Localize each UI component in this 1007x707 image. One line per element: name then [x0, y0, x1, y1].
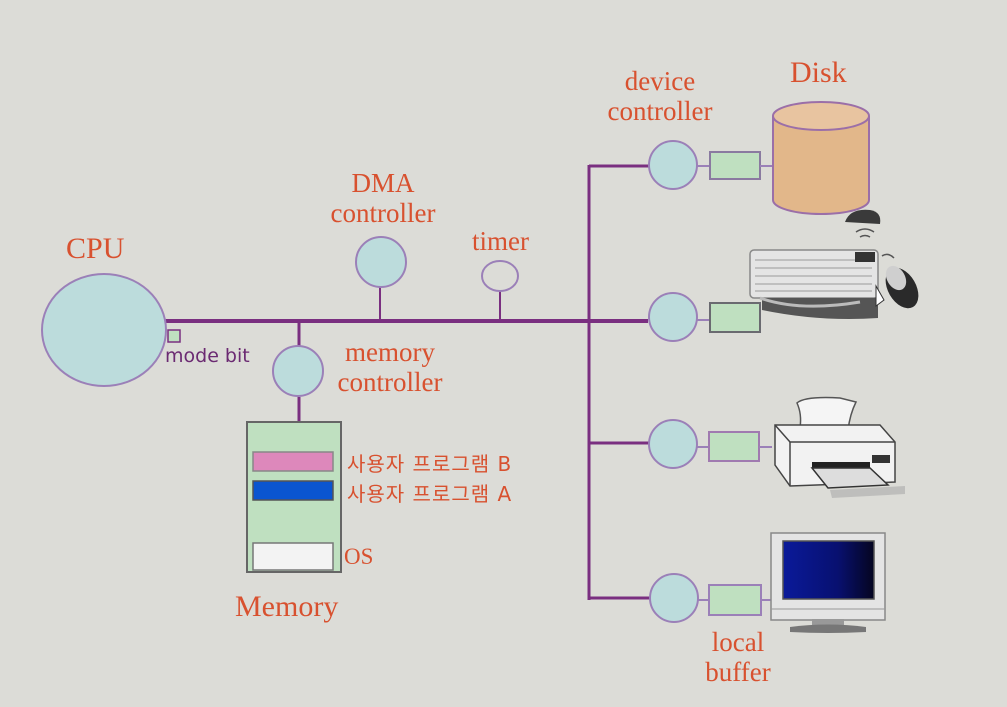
printer-icon [774, 396, 905, 498]
timer-node [481, 260, 519, 292]
monitor-device-controller [649, 573, 699, 623]
disk-channel [648, 140, 772, 190]
os-label: OS [344, 544, 374, 569]
os-region [252, 542, 334, 571]
local-buffer-label-line2: buffer [705, 657, 771, 687]
user-program-a-label: 사용자 프로그램 A [347, 482, 513, 506]
memory-controller-label-line1: memory [345, 337, 435, 367]
monitor-icon [770, 532, 886, 633]
system-bus [165, 164, 650, 600]
printer-local-buffer [708, 431, 760, 462]
disk-device-controller [648, 140, 698, 190]
user-program-b-region [252, 451, 334, 472]
local-buffer-label: local buffer [698, 627, 778, 687]
mode-bit-box [167, 329, 181, 343]
keyboard-local-buffer [709, 302, 761, 333]
cpu-node [41, 273, 167, 387]
cpu-label: CPU [66, 232, 125, 265]
monitor-local-buffer [708, 584, 762, 616]
keyboard-mouse-icon [749, 209, 919, 319]
memory-block [246, 421, 342, 573]
device-controller-label-line1: device [624, 66, 696, 96]
dma-controller-node [355, 236, 407, 288]
memory-controller-label: memory controller [327, 337, 453, 397]
user-program-b-label: 사용자 프로그램 B [347, 452, 513, 476]
keyboard-device-controller [648, 292, 698, 342]
device-controller-label: device controller [596, 66, 724, 126]
memory-label: Memory [235, 590, 339, 623]
local-buffer-label-line1: local [711, 627, 765, 657]
printer-device-controller [648, 419, 698, 469]
monitor-channel [649, 573, 773, 623]
disk-icon [772, 101, 870, 215]
device-controller-label-line2: controller [607, 96, 713, 126]
memory-controller-node [272, 345, 324, 397]
dma-label-line2: controller [330, 198, 436, 228]
disk-label: Disk [790, 56, 847, 89]
mode-bit-label: mode bit [165, 345, 250, 367]
dma-label-line1: DMA [351, 168, 415, 198]
memory-controller-label-line2: controller [337, 367, 443, 397]
keyboard-channel [648, 292, 761, 342]
printer-channel [648, 419, 772, 469]
user-program-a-region [252, 480, 334, 501]
dma-controller-label: DMA controller [322, 168, 444, 228]
disk-local-buffer [709, 151, 761, 180]
timer-label: timer [472, 226, 529, 256]
